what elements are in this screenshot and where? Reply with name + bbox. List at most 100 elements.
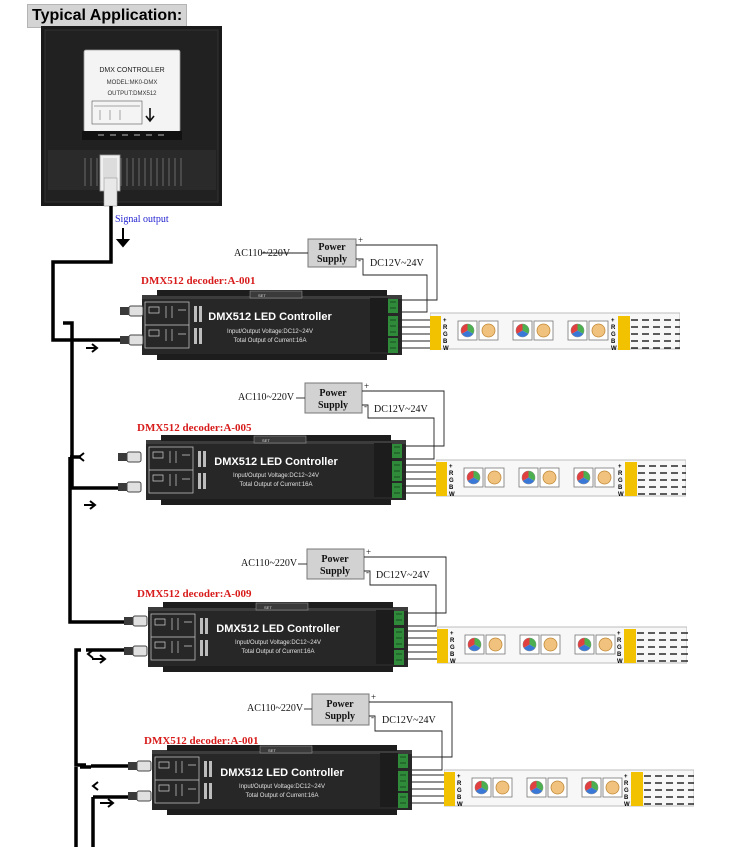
controller-set-label: SET [264, 605, 272, 610]
decoder-label: DMX512 decoder:A-009 [137, 588, 252, 600]
strip-pin-label: W [449, 492, 455, 498]
strip-pin-label: + [450, 631, 454, 637]
signal-direction-arrow-icon [115, 228, 131, 248]
controller-title: DMX512 LED Controller [220, 767, 344, 779]
controller-spec-voltage: Input/Output Voltage:DC12~24V [239, 784, 325, 790]
typical-application-heading: Typical Application: [27, 4, 188, 28]
panel-label-line3: OUTPUT:DMX512 [107, 91, 157, 97]
dmx-plug [128, 760, 152, 772]
signal-output-label: Signal output [115, 214, 169, 225]
dmx-plug [124, 615, 148, 627]
power-supply-label-line1: Power [321, 554, 349, 565]
dmx512-led-controller [146, 435, 406, 505]
controller-spec-current: Total Output of Current:16A [241, 649, 314, 655]
panel-label-line2: MODEL:MK0-DMX [107, 80, 158, 86]
decoder-label: DMX512 decoder:A-001 [141, 275, 256, 287]
strip-pin-label: R [450, 638, 455, 644]
strip-pin-label: R [449, 471, 454, 477]
strip-pin-label: + [457, 774, 461, 780]
strip-continuation-wires [631, 319, 680, 349]
ac-input-label: AC110~220V [238, 392, 295, 403]
strip-pin-label: + [618, 464, 622, 470]
dmx-in-arrow-icon [92, 654, 107, 664]
strip-pin-label: B [443, 339, 448, 345]
dmx-out-arrow-icon [91, 781, 99, 791]
dmx-bus-cable [63, 321, 118, 490]
strip-pin-label: G [457, 788, 462, 794]
panel-label-line1: DMX CONTROLLER [99, 67, 164, 74]
power-supply-label-line2: Supply [325, 711, 355, 722]
decoder-unit-2: Power Supply AC110~220V + - DC12V~24V DM… [77, 381, 686, 510]
minus-sign: - [358, 255, 361, 265]
strip-pin-label: R [611, 325, 616, 331]
strip-pin-label: W [611, 346, 617, 352]
strip-pin-label: + [617, 631, 621, 637]
strip-pin-label: G [449, 478, 454, 484]
power-supply-box [311, 693, 370, 726]
strip-pin-label: G [617, 645, 622, 651]
strip-pin-label: G [618, 478, 623, 484]
power-supply-box [306, 548, 365, 580]
strip-pin-label: W [618, 492, 624, 498]
dmx-bus-cable [74, 648, 86, 767]
strip-pin-label: B [624, 795, 629, 801]
controller-spec-voltage: Input/Output Voltage:DC12~24V [235, 640, 321, 646]
dc-output-label: DC12V~24V [382, 715, 437, 726]
strip-pin-label: + [449, 464, 453, 470]
strip-pin-label: G [443, 332, 448, 338]
power-supply-label-line1: Power [326, 699, 354, 710]
power-supply-label-line1: Power [318, 242, 346, 253]
minus-sign: - [364, 401, 367, 411]
strip-pin-label: W [617, 659, 623, 665]
controller-spec-current: Total Output of Current:16A [233, 338, 306, 344]
decoder-unit-4: Power Supply AC110~220V + - DC12V~24V DM… [91, 692, 694, 815]
power-supply-label-line2: Supply [320, 566, 350, 577]
controller-title: DMX512 LED Controller [214, 456, 338, 468]
dmx-out-arrow-icon [77, 452, 85, 462]
dmx-plug [128, 790, 152, 802]
strip-pin-label: W [457, 802, 463, 808]
dc-output-label: DC12V~24V [374, 404, 429, 415]
led-strip [436, 459, 686, 497]
ac-input-label: AC110~220V [241, 558, 298, 569]
strip-pin-label: B [450, 652, 455, 658]
minus-sign: - [371, 712, 374, 722]
strip-continuation-wires [637, 632, 688, 662]
led-strip [430, 312, 680, 350]
controller-spec-voltage: Input/Output Voltage:DC12~24V [227, 329, 313, 335]
strip-pin-label: B [617, 652, 622, 658]
strip-pin-label: B [611, 339, 616, 345]
strip-pin-label: G [624, 788, 629, 794]
power-supply-label-line2: Supply [318, 400, 348, 411]
dc-output-label: DC12V~24V [370, 258, 425, 269]
decoder-unit-1: Power Supply AC110~220V + - DC12V~24V DM… [86, 235, 680, 360]
controller-set-label: SET [268, 748, 276, 753]
dmx-wall-controller: DMX CONTROLLER MODEL:MK0-DMX OUTPUT:DMX5… [41, 26, 222, 207]
strip-pin-label: W [450, 659, 456, 665]
dmx-in-arrow-icon [100, 798, 115, 808]
dmx-plug [118, 451, 142, 463]
power-supply-box [307, 238, 357, 268]
dc-output-label: DC12V~24V [376, 570, 431, 581]
ac-input-label: AC110~220V [234, 248, 291, 259]
dmx-plug [124, 645, 148, 657]
plus-sign: + [358, 235, 363, 245]
strip-pin-label: R [624, 781, 629, 787]
dmx-in-arrow-icon [84, 500, 97, 510]
strip-pin-label: G [611, 332, 616, 338]
strip-pin-label: B [457, 795, 462, 801]
strip-pin-label: R [617, 638, 622, 644]
controller-title: DMX512 LED Controller [208, 311, 332, 323]
controller-spec-current: Total Output of Current:16A [239, 482, 312, 488]
decoder-unit-3: Power Supply AC110~220V + - DC12V~24V DM… [82, 547, 688, 672]
power-supply-label-line2: Supply [317, 254, 347, 265]
controller-spec-current: Total Output of Current:16A [245, 793, 318, 799]
strip-pin-label: + [624, 774, 628, 780]
dmx-plug [120, 305, 144, 317]
dmx-plug [120, 334, 144, 346]
strip-pin-label: W [624, 802, 630, 808]
controller-set-label: SET [262, 438, 270, 443]
strip-pin-label: + [611, 318, 615, 324]
dmx-plug [118, 481, 142, 493]
